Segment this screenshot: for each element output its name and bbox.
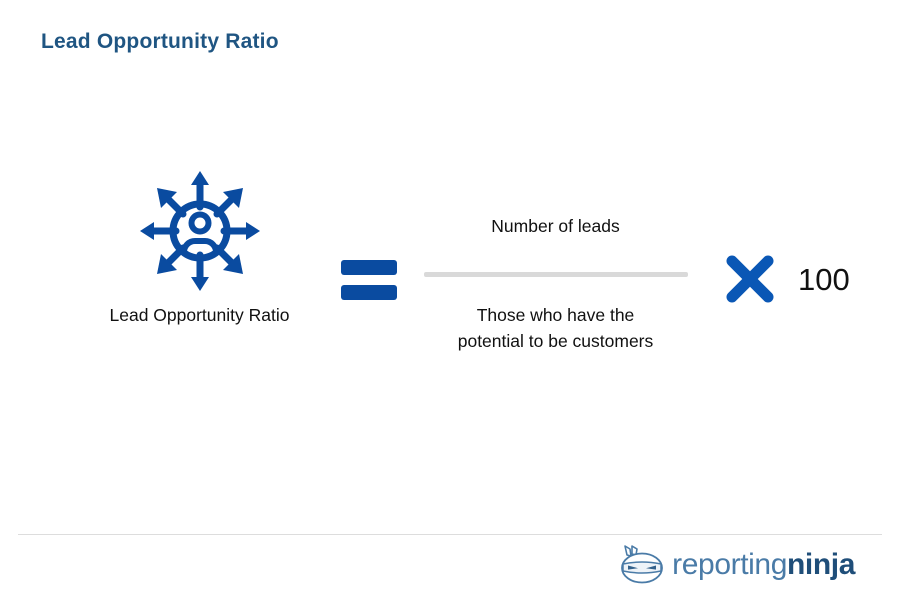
- person-network-outward-arrows-icon: [134, 165, 266, 297]
- logo-word-ninja: ninja: [786, 548, 855, 581]
- equals-bar-bottom: [341, 285, 397, 300]
- metric-block: Lead Opportunity Ratio: [62, 165, 337, 327]
- equals-icon: [341, 260, 397, 300]
- fraction-bar: [423, 272, 688, 277]
- page-title: Lead Opportunity Ratio: [41, 30, 279, 53]
- fraction-numerator: Number of leads: [491, 216, 620, 236]
- fraction: Number of leads Those who have the poten…: [423, 165, 688, 354]
- fraction-denominator: Those who have the potential to be custo…: [457, 305, 654, 351]
- footer-divider: [18, 534, 882, 535]
- multiply-group: 100: [724, 253, 850, 305]
- metric-label: Lead Opportunity Ratio: [109, 305, 290, 325]
- formula-row: Lead Opportunity Ratio Number of leads T…: [0, 165, 900, 354]
- multiply-icon: [724, 253, 776, 305]
- equals-bar-top: [341, 260, 397, 275]
- multiplier-value: 100: [798, 261, 850, 297]
- logo-wordmark: reportingninja: [672, 550, 855, 580]
- logo-word-reporting: reporting: [672, 548, 787, 581]
- footer-logo[interactable]: reportingninja: [619, 545, 855, 585]
- ninja-head-icon: [619, 545, 665, 585]
